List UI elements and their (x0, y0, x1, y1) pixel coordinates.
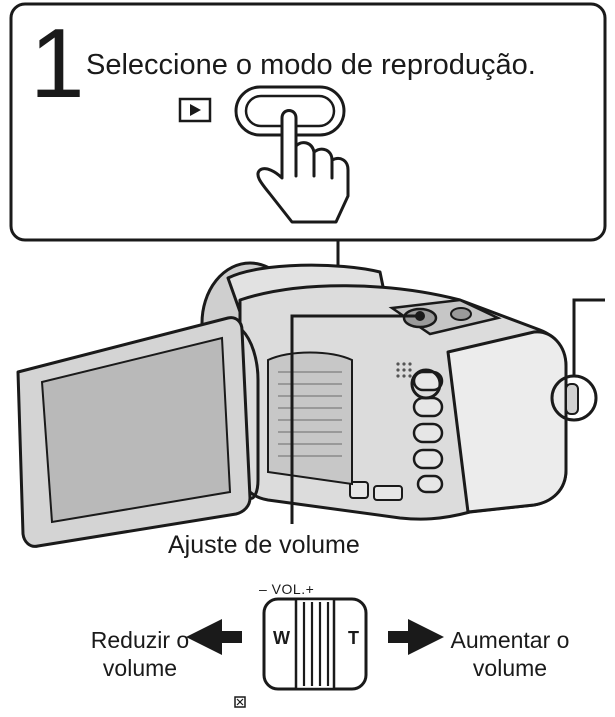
w-label: W (273, 628, 290, 648)
camcorder (16, 261, 605, 548)
volume-control-marker (415, 311, 425, 321)
vol-label: – VOL.+ (259, 581, 315, 597)
pointing-hand-icon (256, 109, 350, 224)
volume-adjust-leader-line (290, 314, 420, 524)
mode-switch (550, 374, 598, 422)
play-icon (178, 97, 212, 123)
reduce-volume-label: Reduzir o volume (90, 627, 190, 681)
step-instruction: Seleccione o modo de reprodução. (86, 49, 536, 81)
volume-adjust-label: Ajuste de volume (168, 531, 360, 559)
arrow-right-icon (388, 619, 444, 655)
playback-button-highlight (410, 368, 442, 400)
arrow-left-icon (186, 619, 242, 655)
t-label: T (348, 628, 359, 648)
lcd-monitor (16, 316, 252, 548)
step-number: 1 (30, 8, 84, 118)
increase-volume-label: Aumentar o volume (450, 627, 570, 681)
footnote-mark-icon (234, 696, 246, 708)
zoom-lever (262, 597, 368, 691)
